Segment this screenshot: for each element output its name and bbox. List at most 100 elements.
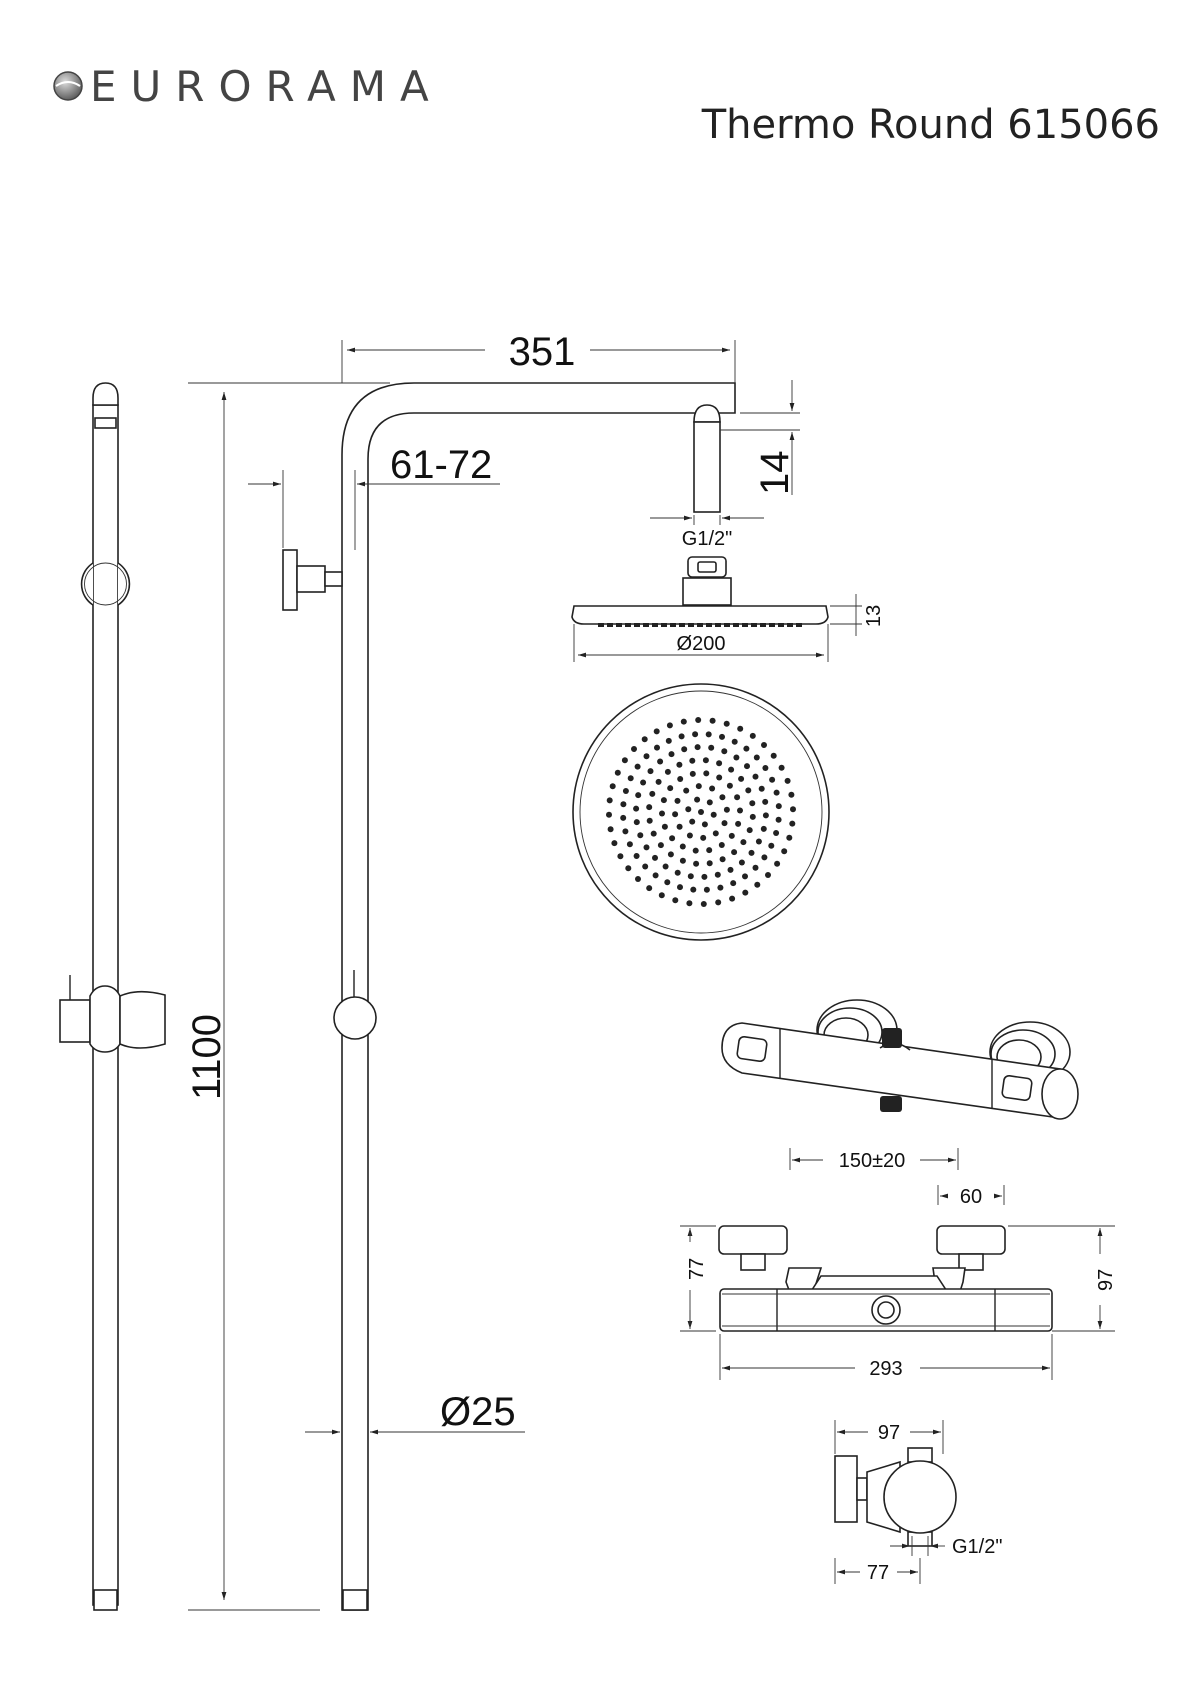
nozzle-dot	[773, 789, 780, 796]
nozzle-dot	[634, 763, 641, 770]
nozzle-tick	[742, 623, 748, 627]
dim-total-height: 1100	[185, 382, 390, 1611]
nozzle-dot	[723, 720, 730, 727]
nozzle-dot	[654, 744, 660, 751]
slide-rail-bracket-left	[80, 562, 94, 606]
nozzle-dot	[788, 791, 795, 798]
nozzle-dot	[631, 746, 637, 752]
head-inner-ring	[579, 690, 823, 934]
wall-bracket	[282, 549, 343, 611]
nozzle-dot	[640, 779, 647, 786]
dim-pipe-diameter: Ø25	[305, 1390, 525, 1435]
nozzle-dot	[633, 853, 640, 859]
nozzle-tick	[634, 623, 640, 627]
nozzle-tick	[697, 623, 703, 627]
nozzle-dot	[749, 813, 756, 820]
nozzle-dot	[703, 886, 710, 893]
nozzle-dot	[661, 823, 668, 830]
dim-side-depth-label: 97	[878, 1422, 900, 1444]
height-adjust-knob	[333, 996, 377, 1040]
dim-mixer-height-right: 97	[1008, 1225, 1117, 1332]
nozzle-dot	[664, 768, 671, 775]
dim-wall-offset: 61-72	[248, 443, 500, 550]
nozzle-dot	[721, 748, 728, 755]
nozzle-dot	[649, 790, 656, 797]
nozzle-dot	[737, 807, 743, 814]
nozzle-dot	[708, 744, 715, 751]
nozzle-dot	[755, 838, 762, 845]
nozzle-tick	[607, 623, 613, 627]
nozzle-dot	[680, 718, 687, 725]
nozzle-dot	[690, 886, 697, 893]
nozzle-tick	[760, 623, 766, 627]
dim-side-depth-lower-label: 77	[867, 1562, 889, 1584]
nozzle-dot	[714, 871, 721, 878]
nozzle-dot	[664, 879, 671, 886]
nozzle-dot	[646, 817, 653, 824]
nozzle-dot	[611, 840, 618, 847]
nozzle-dot	[737, 725, 744, 732]
nozzle-dot	[683, 787, 690, 794]
nozzle-dot	[672, 811, 679, 818]
nozzle-dot	[694, 744, 701, 751]
nozzle-dot	[622, 828, 629, 835]
dim-head-diameter: Ø200	[573, 624, 829, 662]
nozzle-dot	[689, 757, 696, 764]
nozzle-dot	[627, 775, 634, 782]
nozzle-tick	[679, 623, 685, 627]
nozzle-dot	[765, 872, 771, 878]
nozzle-dot	[674, 869, 681, 876]
head-nozzle-pattern	[606, 717, 796, 907]
nozzle-dot	[709, 785, 716, 792]
nozzle-tick	[625, 623, 631, 627]
nozzle-dot	[745, 787, 752, 794]
dim-side-thread-label: G1/2"	[952, 1536, 1002, 1558]
nozzle-dot	[674, 797, 681, 804]
brand-name: EURORAMA	[90, 62, 443, 111]
nozzle-tick	[796, 623, 802, 627]
nozzle-dot	[620, 801, 627, 808]
nozzle-dot	[653, 728, 660, 735]
nozzle-dot	[685, 806, 692, 813]
nozzle-dot	[633, 819, 640, 826]
nozzle-tick	[643, 623, 649, 627]
dim-mixer-center-distance: 150±20	[789, 1148, 959, 1172]
nozzle-dot	[626, 841, 633, 848]
nozzle-dot	[672, 897, 679, 904]
nozzle-dot	[721, 820, 728, 827]
nozzle-dot	[770, 752, 777, 759]
nozzle-tick	[787, 623, 793, 627]
nozzle-dot	[790, 806, 796, 813]
nozzle-dot	[643, 844, 650, 851]
nozzle-dot	[637, 832, 644, 839]
nozzle-dot	[676, 823, 683, 830]
nozzle-dot	[681, 746, 688, 753]
nozzle-dot	[642, 863, 649, 870]
nozzle-dot	[716, 774, 723, 781]
dim-arm-length-label: 351	[509, 330, 576, 374]
dim-mixer-width: 293	[719, 1334, 1053, 1380]
nozzle-dot	[774, 860, 781, 867]
nozzle-tick	[661, 623, 667, 627]
nozzle-dot	[667, 785, 674, 792]
arm-connector	[693, 404, 721, 513]
nozzle-dot	[606, 811, 612, 818]
dim-pipe-diameter-label: Ø25	[440, 1390, 516, 1434]
nozzle-dot	[749, 732, 756, 739]
nozzle-dot	[728, 832, 735, 839]
nozzle-dot	[762, 765, 769, 771]
nozzle-dot	[740, 839, 747, 846]
nozzle-dot	[646, 885, 653, 892]
side-view-mixer-body	[883, 1460, 957, 1534]
nozzle-dot	[698, 809, 704, 815]
nozzle-dot	[658, 892, 665, 899]
mixer-flow-knob-window	[1001, 1075, 1033, 1101]
nozzle-dot	[735, 820, 742, 827]
nozzle-dot	[778, 764, 785, 771]
nozzle-dot	[614, 769, 621, 776]
nozzle-dot	[762, 812, 769, 819]
nozzle-dot	[726, 782, 733, 789]
nozzle-dot	[769, 776, 776, 783]
nozzle-dot	[738, 859, 745, 866]
nozzle-dot	[617, 853, 624, 860]
